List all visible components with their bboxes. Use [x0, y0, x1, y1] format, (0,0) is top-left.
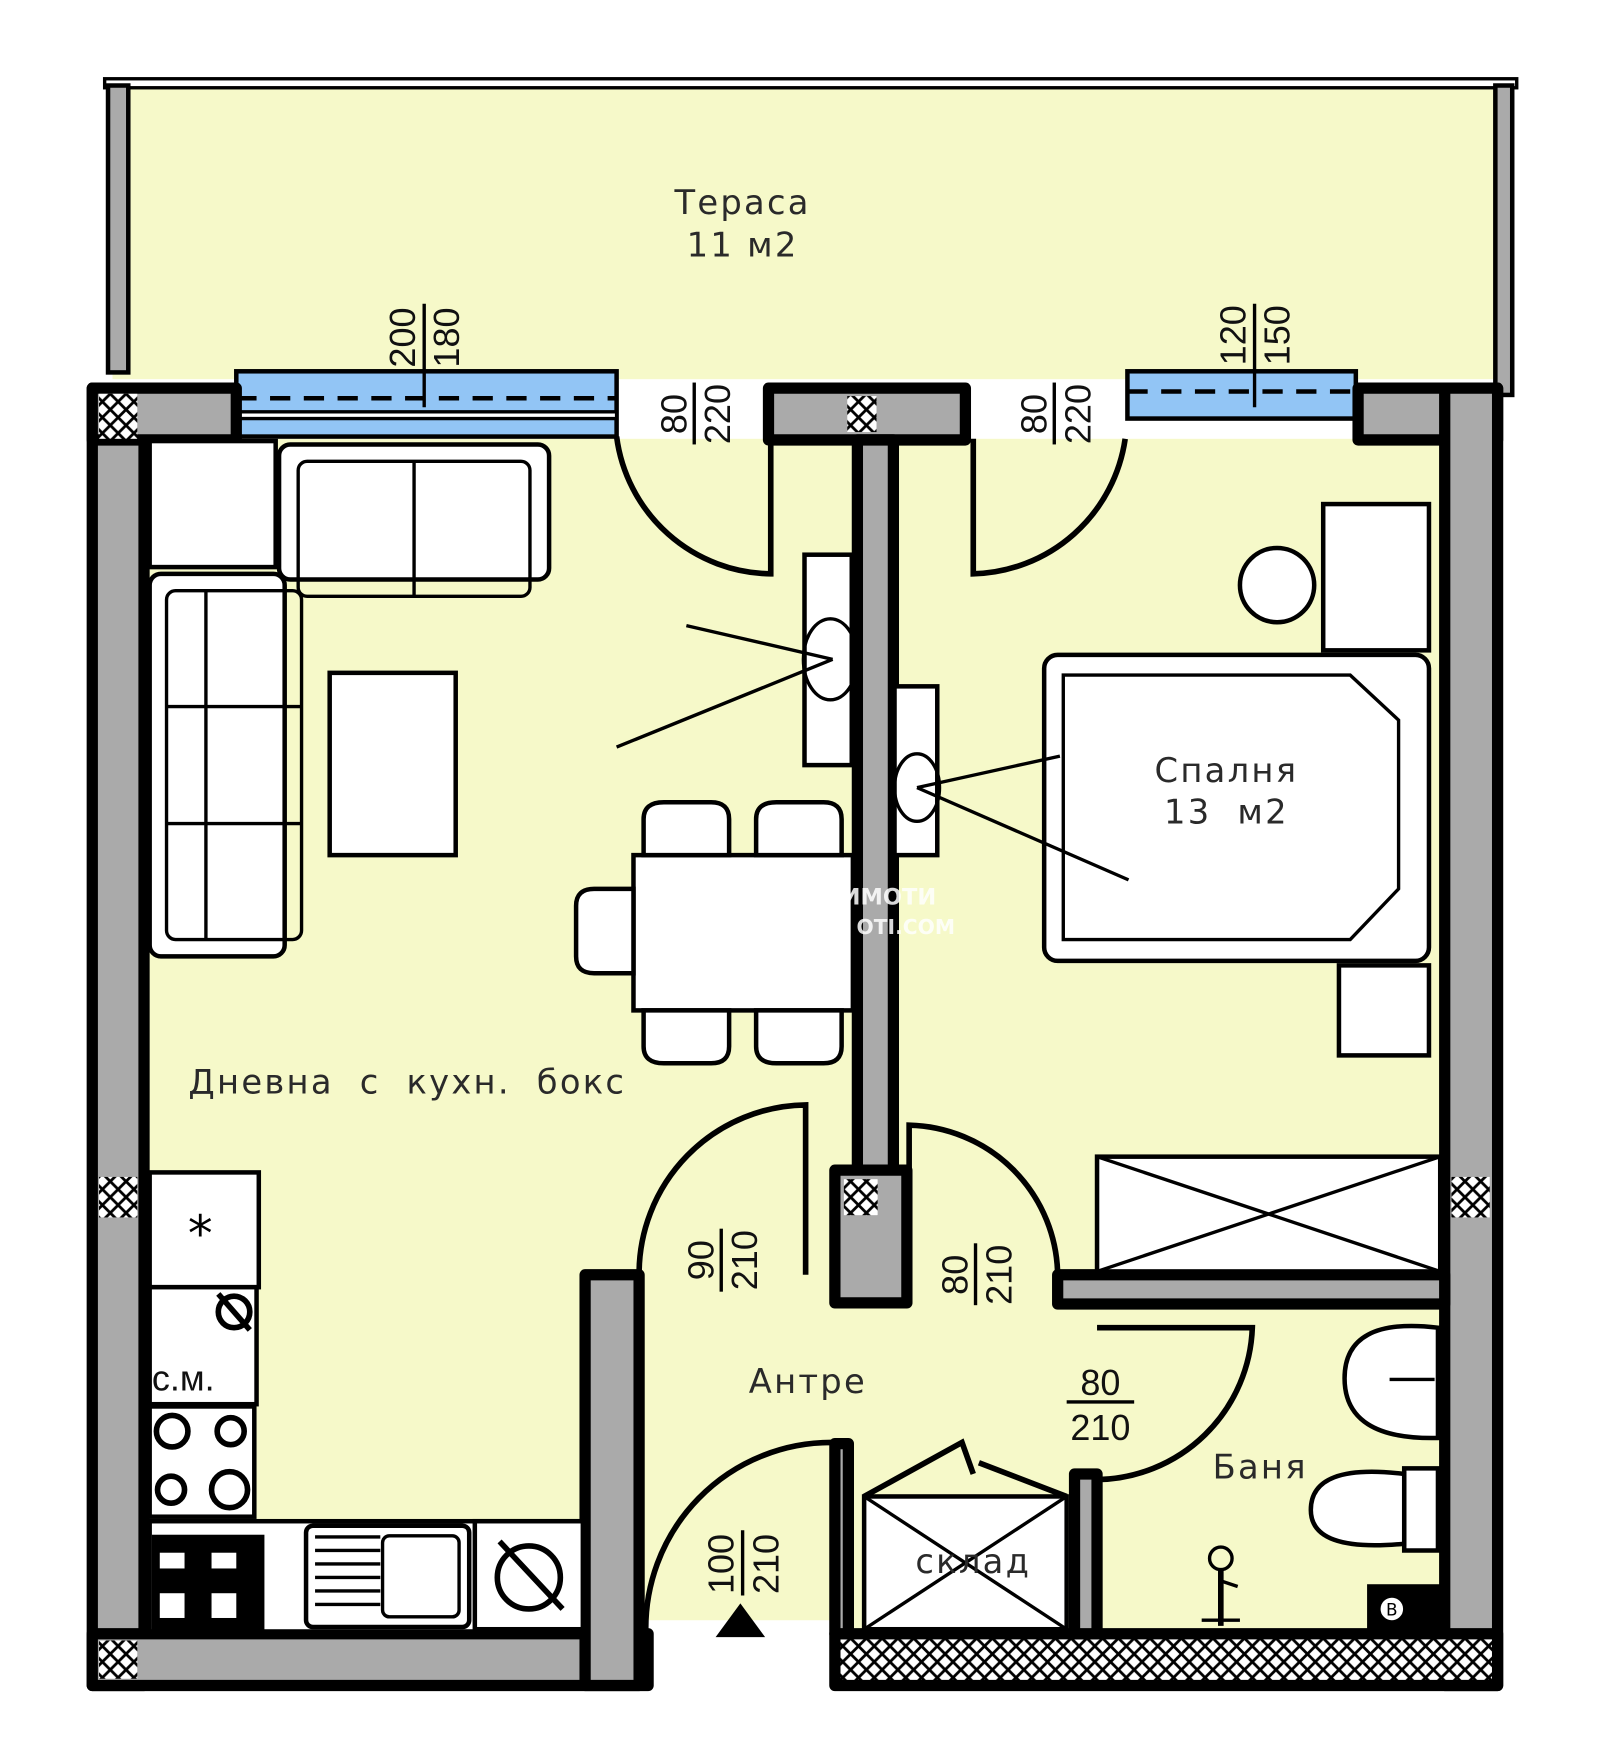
svg-text:210: 210 — [1070, 1407, 1130, 1448]
terrace-railing-left — [105, 83, 131, 375]
sofa — [147, 571, 287, 959]
dining-table — [631, 852, 856, 1013]
coffee-table — [327, 670, 458, 858]
entrance-door[interactable] — [643, 1439, 836, 1634]
entrance-arrow-icon — [715, 1603, 766, 1638]
svg-text:150: 150 — [1256, 305, 1297, 365]
svg-text:80: 80 — [1080, 1362, 1120, 1403]
svg-text:100: 100 — [701, 1534, 742, 1594]
toilet — [1308, 1469, 1407, 1548]
svg-text:180: 180 — [426, 308, 467, 368]
shower-icon — [1201, 1545, 1240, 1626]
living-furniture — [147, 438, 860, 1066]
dim-bedroom-door: 80 210 — [935, 1243, 1020, 1306]
svg-text:210: 210 — [724, 1230, 765, 1290]
appliance-circle-slash-icon — [215, 1292, 253, 1332]
dim-bathroom-door: 80 210 — [1066, 1362, 1135, 1448]
bedroom-terrace-door[interactable] — [970, 438, 1128, 577]
living-name: Дневна с кухн. бокс — [188, 1063, 626, 1102]
living-window — [234, 369, 619, 439]
cabinet — [147, 438, 278, 570]
svg-text:B: B — [1386, 1600, 1398, 1620]
living-terrace-door[interactable] — [613, 436, 774, 577]
washing-machine — [147, 1284, 259, 1407]
svg-text:90: 90 — [680, 1240, 721, 1280]
dim-living-terrace-door: 80 220 — [653, 382, 738, 445]
chair — [573, 886, 636, 976]
washing-machine-label: с.м. — [152, 1358, 215, 1399]
bathroom-fixtures: B — [1201, 1323, 1441, 1632]
toilet-tank — [1401, 1466, 1441, 1553]
chair — [641, 1008, 732, 1066]
appliance-circle-slash-icon — [494, 1539, 565, 1612]
boiler-b-icon — [1378, 1595, 1406, 1623]
living-door[interactable] — [636, 1102, 809, 1275]
chair — [641, 799, 732, 858]
fridge — [147, 1170, 262, 1290]
svg-text:ИМОТИ: ИМОТИ — [842, 885, 937, 911]
bedroom-name: Спалня — [1155, 751, 1299, 790]
svg-text:220: 220 — [697, 384, 738, 444]
svg-text:210: 210 — [746, 1534, 787, 1594]
doors — [613, 436, 1256, 1638]
terrace-railing-right — [1493, 83, 1515, 398]
bathroom-name: Баня — [1213, 1447, 1308, 1486]
svg-text:OTI.COM: OTI.COM — [857, 915, 955, 939]
bedroom-furniture — [892, 501, 1443, 1274]
bedroom-area: 13 м2 — [1164, 793, 1289, 832]
hall-name: Антре — [749, 1362, 867, 1401]
bathroom-door[interactable] — [1097, 1324, 1256, 1483]
bed — [1041, 652, 1432, 964]
freezer-asterisk-icon: * — [188, 1205, 213, 1263]
hob-burners-icon — [153, 1412, 251, 1511]
svg-text:80: 80 — [1013, 394, 1054, 434]
svg-text:200: 200 — [382, 308, 423, 368]
svg-text:210: 210 — [979, 1245, 1020, 1305]
dim-bedroom-window: 120 150 — [1213, 303, 1297, 408]
chair — [753, 1008, 844, 1066]
chair — [753, 799, 844, 858]
hob — [147, 1404, 257, 1519]
kitchen: * с.м. — [147, 1170, 586, 1634]
bedroom-window — [1125, 369, 1359, 421]
desk — [1320, 501, 1432, 653]
bedroom-door[interactable] — [906, 1122, 1061, 1275]
watermark: ИМОТИ OTI.COM — [842, 885, 955, 939]
nightstand — [1336, 963, 1432, 1058]
washbasin — [1342, 1323, 1441, 1441]
walls — [86, 382, 1504, 1692]
stool — [1237, 545, 1317, 625]
terrace-name: Тераса — [673, 183, 810, 222]
terrace-area: 11 м2 — [687, 226, 799, 265]
svg-text:120: 120 — [1213, 305, 1254, 365]
dim-entrance-door: 100 210 — [701, 1530, 787, 1596]
dim-living-window: 200 180 — [382, 303, 467, 408]
storage-name: склад — [915, 1542, 1031, 1581]
dim-bedroom-terrace-door: 80 220 — [1013, 382, 1098, 445]
storage-closet — [861, 1438, 1069, 1632]
dim-living-door: 90 210 — [680, 1228, 765, 1292]
svg-text:80: 80 — [653, 394, 694, 434]
svg-text:220: 220 — [1057, 384, 1098, 444]
tv-unit — [892, 684, 940, 858]
terrace — [102, 77, 1519, 398]
svg-text:80: 80 — [935, 1255, 976, 1295]
